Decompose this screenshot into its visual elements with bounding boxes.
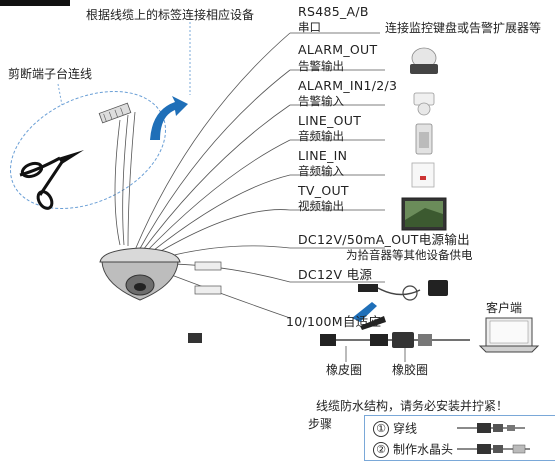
rubber-ring-left-label: 橡皮圈	[326, 363, 363, 377]
monitor-icon	[401, 197, 447, 231]
client-label: 客户端	[486, 301, 523, 315]
crimp-tool-icon	[352, 302, 386, 330]
dome-camera	[99, 247, 181, 301]
alarm-light-icon	[410, 47, 438, 74]
port-line-in-cn: 音频输入	[298, 164, 344, 178]
port-dc-out-cn: 为拾音器等其他设备供电	[346, 248, 473, 262]
scissors-blade	[58, 150, 84, 164]
alarm-sensor-icon	[413, 92, 435, 116]
terminal-block	[98, 102, 132, 124]
cut-terminal-label: 剪断端子台连线	[8, 67, 93, 81]
step-1-text: 穿线	[393, 421, 418, 436]
port-alarm-in-name: ALARM_IN1/2/3	[298, 78, 398, 93]
step-2-number: ②	[373, 442, 389, 458]
step-1-cable-icon	[457, 423, 525, 433]
step-1-number: ①	[373, 421, 389, 437]
step-2: ② 制作水晶头	[373, 442, 453, 458]
power-adapter-icon	[358, 280, 448, 301]
port-alarm-out-name: ALARM_OUT	[298, 42, 378, 57]
port-rs485-desc: 连接监控键盘或告警扩展器等	[385, 21, 542, 35]
steps-title: 步骤	[308, 417, 333, 431]
port-underlines	[290, 32, 385, 283]
port-rs485-name: RS485_A/B	[298, 4, 369, 19]
steps-panel: ① 穿线 ② 制作水晶头	[364, 415, 555, 461]
rubber-ring-right-label: 橡胶圈	[392, 363, 429, 377]
laptop-icon	[478, 317, 540, 353]
cropped-title-fragment	[0, 0, 70, 6]
port-line-out-name: LINE_OUT	[298, 113, 362, 128]
step-1: ① 穿线	[373, 421, 417, 437]
microphone-icon	[411, 162, 435, 188]
port-alarm-in-cn: 告警输入	[298, 94, 344, 108]
network-cable-assembly	[320, 332, 470, 362]
port-tv-out-name: TV_OUT	[298, 183, 349, 198]
port-dc-power-name: DC12V 电源	[298, 267, 373, 282]
port-network-name: 10/100M自适应	[286, 314, 382, 329]
speaker-icon	[415, 123, 433, 155]
step-2-text: 制作水晶头	[393, 442, 454, 457]
port-line-out-cn: 音频输出	[298, 129, 344, 143]
cable-connectors	[188, 261, 222, 343]
waterproof-note: 线缆防水结构，请务必安装并拧紧！	[316, 399, 509, 413]
blue-arrow-icon	[150, 96, 188, 140]
step-2-cable-icon	[457, 444, 530, 454]
port-rs485-cn: 串口	[298, 20, 321, 34]
scissors-icon	[19, 156, 64, 210]
page-title: 根据线缆上的标签连接相应设备	[86, 8, 255, 22]
cut-area-ellipse	[10, 91, 166, 209]
label-leader-left	[57, 83, 63, 106]
port-tv-out-cn: 视频输出	[298, 199, 344, 213]
port-line-in-name: LINE_IN	[298, 148, 348, 163]
steps-illustration	[457, 423, 530, 454]
port-dc-out-name: DC12V/50mA_OUT电源输出	[298, 232, 470, 247]
port-alarm-out-cn: 告警输出	[298, 59, 344, 73]
